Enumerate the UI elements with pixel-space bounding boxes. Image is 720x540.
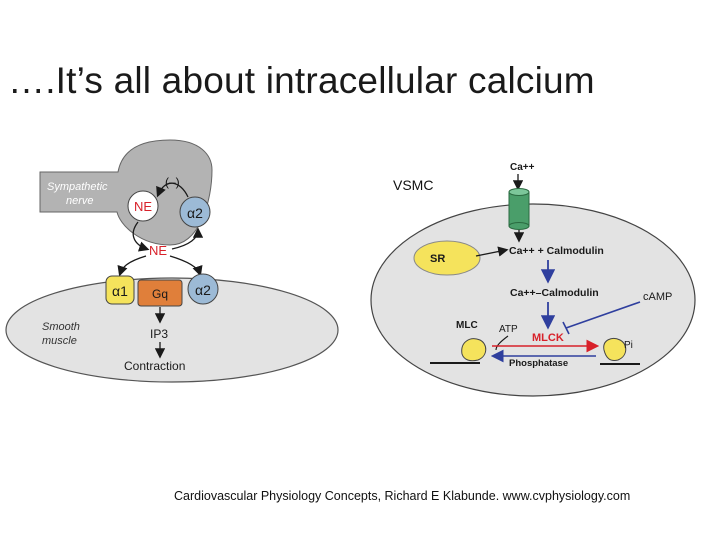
ne-to-alpha2-arrow — [171, 227, 204, 250]
mlc-label: MLC — [456, 320, 478, 331]
sr-to-ca-arrow — [475, 246, 509, 257]
calcium-channel-bottom — [508, 222, 530, 230]
alpha2-muscle-receptor — [187, 273, 219, 305]
alpha2-presynaptic-receptor — [179, 196, 211, 228]
muscle-label-line2: muscle — [42, 335, 77, 347]
citation: Cardiovascular Physiology Concepts, Rich… — [174, 489, 631, 503]
left-panel: Sympathetic nerve (–) NE α2 NE α1 Gq α2 … — [5, 139, 339, 383]
ne-to-alpha2-muscle-arrow — [169, 255, 203, 277]
ne-vesicle — [127, 190, 159, 222]
ne-released-label: NE — [149, 243, 167, 258]
ne-to-alpha1-arrow — [117, 255, 147, 277]
camp-inhibition-bar — [562, 321, 570, 335]
nerve-label-line1: Sympathetic — [47, 181, 108, 193]
inhibition-arrow — [156, 182, 189, 198]
slide-title: ….It’s all about intracellular calcium — [8, 60, 595, 101]
sarcoplasmic-reticulum — [413, 240, 481, 276]
smooth-muscle-cell — [5, 277, 339, 383]
sympathetic-nerve — [39, 139, 213, 246]
ca-top-label: Ca++ — [510, 162, 535, 173]
calcium-channel — [508, 191, 530, 227]
camp-label: cAMP — [643, 291, 672, 303]
ne-vesicle-label: NE — [134, 199, 152, 214]
alpha2-muscle-label: α2 — [195, 282, 211, 298]
ca-calmodulin-label: Ca++ + Calmodulin — [509, 245, 604, 257]
atp-label: ATP — [499, 324, 518, 335]
sr-label: SR — [430, 253, 445, 265]
mlck-label: MLCK — [532, 332, 564, 344]
calcium-channel-top — [508, 188, 530, 196]
alpha1-receptor — [105, 275, 135, 305]
right-panel: VSMC Ca++ SR Ca++ + Calmodulin Ca++–Calm… — [370, 162, 696, 397]
gq-protein — [137, 279, 183, 307]
alpha2-presynaptic-label: α2 — [187, 205, 203, 221]
ip3-label: IP3 — [150, 327, 168, 341]
ne-release-arrow — [132, 221, 150, 252]
gq-label: Gq — [152, 287, 168, 301]
alpha1-label: α1 — [112, 283, 128, 299]
camp-inhibition-line — [565, 301, 641, 329]
vsmc-label: VSMC — [393, 177, 433, 193]
atp-arrow — [495, 335, 509, 351]
ca-calmodulin-complex-label: Ca++–Calmodulin — [510, 287, 599, 299]
mlc-left-head — [461, 338, 487, 362]
phosphatase-label: Phosphatase — [509, 358, 568, 369]
mlc-right-head — [603, 337, 627, 361]
contraction-label: Contraction — [124, 359, 185, 373]
pi-label: Pi — [624, 340, 633, 351]
nerve-label-line2: nerve — [66, 195, 94, 207]
muscle-label-line1: Smooth — [42, 321, 80, 333]
inhibition-label: (–) — [165, 175, 180, 189]
